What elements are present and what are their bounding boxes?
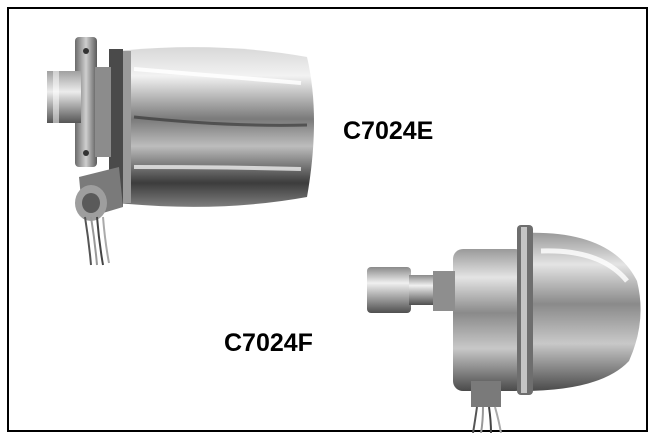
c7024e-label: C7024E bbox=[343, 117, 434, 145]
figure-frame: C7024E bbox=[7, 7, 648, 433]
c7024f-label: C7024F bbox=[224, 329, 313, 357]
c7024e-detector-image bbox=[47, 37, 314, 266]
c7024f-detector-image bbox=[367, 225, 641, 433]
